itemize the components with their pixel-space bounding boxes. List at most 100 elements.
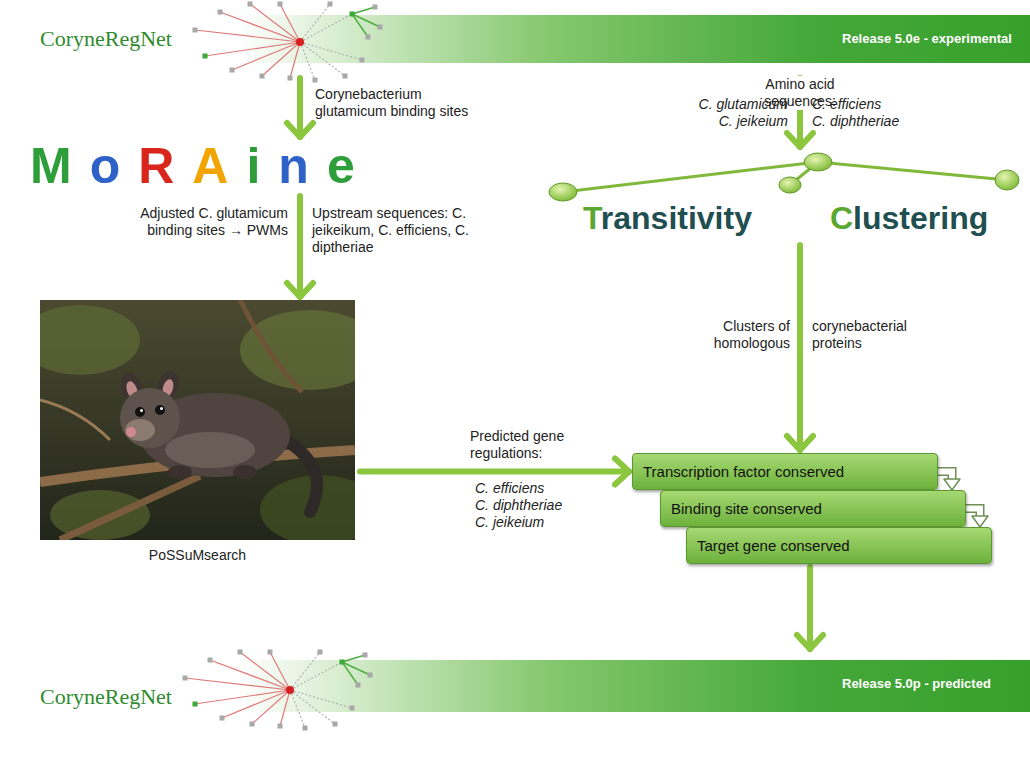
network-nodes xyxy=(183,650,373,731)
release-label: Release 5.0e - experimental xyxy=(842,31,1012,47)
arrow-shaft xyxy=(297,78,303,137)
flow-arrow xyxy=(287,196,313,297)
graph-node xyxy=(779,177,801,193)
process-box: Target gene conserved xyxy=(686,527,992,564)
network-nodes xyxy=(193,660,345,707)
photo-panel: PoSSuMsearch xyxy=(40,300,357,572)
flow-arrow xyxy=(938,472,960,491)
logo-letter: C xyxy=(830,200,853,236)
logo-letter: v xyxy=(697,200,715,236)
arrow-shaft xyxy=(360,469,629,475)
release-bar xyxy=(150,15,1030,63)
graph-node xyxy=(549,183,577,201)
logo-letter: y xyxy=(734,200,752,236)
logo-letter: R xyxy=(138,138,192,194)
arrow-head xyxy=(287,283,313,297)
possum-nose xyxy=(126,427,136,437)
foliage xyxy=(40,305,140,375)
branch xyxy=(60,476,200,540)
logo-letter: t xyxy=(899,200,910,236)
logo-letter: i xyxy=(688,200,697,236)
possum-photo xyxy=(20,300,380,545)
network-hub xyxy=(296,38,304,46)
release-banner: CoryneRegNetRelease 5.0p - predicted xyxy=(0,652,1030,727)
logo-letter: g xyxy=(969,200,989,236)
foliage xyxy=(50,490,150,540)
note-label: C. efficiens xyxy=(475,480,595,497)
network-links xyxy=(195,4,300,78)
flow-arrow xyxy=(787,245,813,450)
tool-name: MoRAine xyxy=(30,140,373,192)
arrow-shaft xyxy=(807,567,813,649)
note-label: C. jeikeium xyxy=(475,514,595,531)
graph-edges xyxy=(563,162,1007,192)
flow-arrow xyxy=(966,509,988,528)
logo-letter: i xyxy=(940,200,949,236)
network-hub xyxy=(286,686,294,694)
process-box: Binding site conserved xyxy=(660,490,966,527)
arrow-shaft xyxy=(797,245,803,450)
eye-shine xyxy=(160,407,163,410)
box-label: Binding site conserved xyxy=(661,491,832,526)
box-label: Transcription factor conserved xyxy=(633,454,854,489)
network-links xyxy=(342,655,370,685)
flow-arrow xyxy=(797,567,823,649)
logo-letter: i xyxy=(246,138,278,194)
network-nodes xyxy=(193,2,383,83)
note-label: C. diphtheriae xyxy=(475,497,595,514)
box-label: Target gene conserved xyxy=(687,528,860,563)
possum-eye xyxy=(155,405,165,415)
possum-eye xyxy=(135,407,145,417)
arrow-shaft xyxy=(297,196,303,297)
logo-letter: i xyxy=(668,200,677,236)
note-label: C. jeikeium xyxy=(690,113,788,130)
logo-letter: s xyxy=(651,200,669,236)
network-graphic xyxy=(193,2,383,83)
possum-snout xyxy=(125,419,155,441)
arrow-head xyxy=(287,123,313,137)
logo-letter: M xyxy=(30,138,90,194)
logo-letter: e xyxy=(910,200,928,236)
note-label: C. diphtheriae xyxy=(812,113,922,130)
arrow-label: Clusters of homologous xyxy=(700,318,790,352)
note-label: Upstream sequences: C. jeikeikum, C. eff… xyxy=(312,205,497,256)
logo-letter: t xyxy=(677,200,688,236)
network-nodes xyxy=(203,12,355,59)
logo-letter: A xyxy=(192,138,246,194)
logo-letter: n xyxy=(278,138,327,194)
arrow-head xyxy=(787,133,813,147)
process-box: Transcription factor conserved xyxy=(632,453,938,490)
network-graphic xyxy=(183,650,373,731)
logo-letter: r xyxy=(601,200,613,236)
possum-head xyxy=(120,388,180,448)
graph-node xyxy=(995,170,1019,190)
flow-arrow xyxy=(287,78,313,137)
cluster-graph xyxy=(549,153,1019,201)
network-links xyxy=(185,652,290,726)
possum-paw xyxy=(168,465,192,479)
logo-letter: r xyxy=(928,200,940,236)
tool-logo: MoRAine xyxy=(30,140,375,193)
graph-node xyxy=(804,153,832,171)
note-label: C. efficiens xyxy=(812,96,922,113)
tool-name: Clustering xyxy=(830,200,988,237)
logo-letter: l xyxy=(853,200,862,236)
logo-letter: t xyxy=(724,200,735,236)
note-label: C. glutamicum xyxy=(690,96,788,113)
eye-shine xyxy=(140,409,143,412)
arrow-label: Adjusted C. glutamicum binding sites → P… xyxy=(110,205,288,239)
arrow-head xyxy=(787,436,813,450)
logo-letter: n xyxy=(949,200,969,236)
possum-paw xyxy=(233,465,257,479)
logo-letter: n xyxy=(631,200,651,236)
logo-letter: a xyxy=(613,200,631,236)
logo-text: CoryneRegNet xyxy=(40,684,172,710)
possum-tail xyxy=(285,440,317,512)
network-links xyxy=(352,7,380,37)
logo-letter: i xyxy=(715,200,724,236)
logo-letter: u xyxy=(862,200,882,236)
possum-belly xyxy=(165,432,255,468)
twig xyxy=(40,400,110,440)
logo-letter: e xyxy=(327,138,373,194)
